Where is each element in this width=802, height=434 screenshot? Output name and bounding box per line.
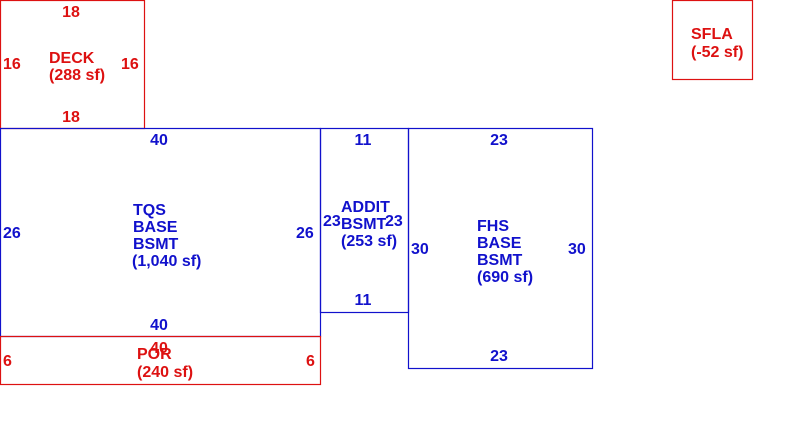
sfla-outline: [671, 0, 754, 81]
sfla-area-value: (-52 sf): [691, 44, 743, 61]
addit-dim-bottom: 11: [355, 292, 372, 309]
por-area-value: (240 sf): [137, 364, 193, 381]
tqs-label-line-3: BSMT: [133, 236, 179, 253]
addit-dim-right: 23: [385, 213, 403, 230]
deck-area-value: (288 sf): [49, 67, 105, 84]
deck-dim-left: 16: [3, 56, 21, 73]
fhs-dim-top: 23: [490, 132, 508, 149]
addit-dim-top: 11: [355, 132, 372, 149]
por-dim-top: 40: [150, 340, 168, 357]
tqs-dim-left: 26: [3, 225, 21, 242]
fhs-label-line-2: BASE: [477, 235, 522, 252]
sfla-label: SFLA: [691, 26, 733, 43]
fhs-dim-left: 30: [411, 241, 429, 258]
deck-label: DECK: [49, 50, 95, 67]
tqs-label-line-2: BASE: [133, 219, 178, 236]
por-area[interactable]: 40 6 6 POR (240 sf): [0, 335, 322, 386]
addit-bsmt-area[interactable]: 11 11 23 23 ADDIT BSMT (253 sf): [319, 127, 410, 314]
tqs-label-line-1: TQS: [133, 202, 166, 219]
por-label: POR: [137, 346, 172, 363]
deck-dim-top: 18: [62, 4, 80, 21]
addit-dim-left: 23: [323, 213, 341, 230]
addit-label-line-1: ADDIT: [341, 199, 390, 216]
por-dim-left: 6: [3, 353, 12, 370]
tqs-dim-right: 26: [296, 225, 314, 242]
fhs-base-bsmt-area[interactable]: 23 23 30 30 FHS BASE BSMT (690 sf): [407, 127, 594, 370]
fhs-area-value: (690 sf): [477, 269, 533, 286]
addit-area-value: (253 sf): [341, 233, 397, 250]
fhs-outline: [407, 127, 594, 370]
deck-dim-bottom: 18: [62, 109, 80, 126]
por-dim-right: 6: [306, 353, 315, 370]
fhs-label-line-3: BSMT: [477, 252, 523, 269]
fhs-dim-right: 30: [568, 241, 586, 258]
deck-dim-right: 16: [121, 56, 139, 73]
tqs-area-value: (1,040 sf): [132, 253, 201, 270]
tqs-dim-bottom: 40: [150, 317, 168, 334]
tqs-base-bsmt-area[interactable]: 40 40 26 26 TQS BASE BSMT (1,040 sf): [0, 127, 322, 338]
addit-label-line-2: BSMT: [341, 216, 387, 233]
deck-area[interactable]: 18 18 16 16 DECK (288 sf): [0, 0, 146, 130]
fhs-label-line-1: FHS: [477, 218, 509, 235]
fhs-dim-bottom: 23: [490, 348, 508, 365]
por-outline: [0, 335, 322, 386]
tqs-dim-top: 40: [150, 132, 168, 149]
sfla-area[interactable]: SFLA (-52 sf): [671, 0, 754, 81]
